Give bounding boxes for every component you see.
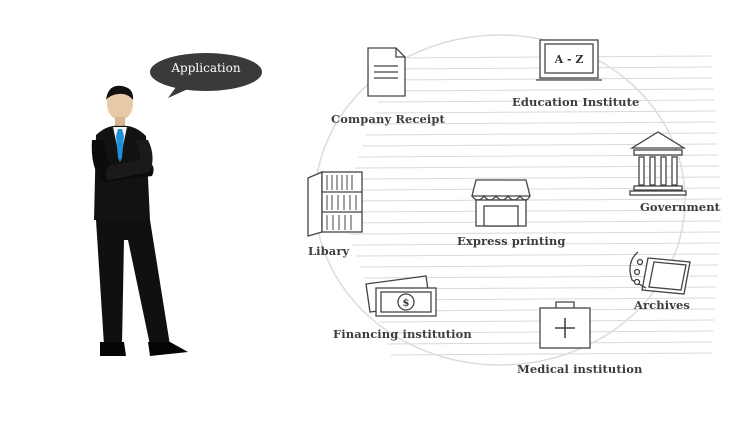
background-line: [366, 132, 717, 136]
label-financing-institution: Financing institution: [333, 327, 472, 341]
education-board-icon: A - Z: [536, 39, 602, 81]
background-line: [344, 220, 722, 224]
label-education-institute: Education Institute: [512, 95, 640, 109]
education-board-text: A - Z: [554, 53, 584, 66]
label-archives: Archives: [634, 298, 690, 312]
money-symbol: $: [403, 298, 410, 309]
storefront-icon: [471, 179, 531, 227]
money-icon: $: [365, 275, 437, 317]
bookshelf-icon: [307, 171, 363, 237]
label-express-printing: Express printing: [457, 234, 566, 248]
background-line: [377, 99, 715, 103]
background-line: [356, 253, 719, 257]
background-line: [381, 88, 714, 92]
label-company-receipt: Company Receipt: [331, 112, 445, 126]
speech-bubble: [150, 53, 262, 98]
document-icon: [367, 47, 406, 97]
background-line: [350, 176, 720, 180]
background-line: [385, 77, 713, 81]
background-line: [390, 352, 712, 356]
background-line: [340, 209, 722, 213]
background-line: [343, 198, 722, 202]
government-building-icon: [629, 131, 687, 196]
binder-icon: [629, 251, 691, 295]
label-medical-institution: Medical institution: [517, 362, 643, 376]
background-line: [373, 110, 716, 114]
background-line: [370, 121, 716, 125]
medical-kit-icon: [539, 301, 591, 349]
application-bubble-text: Application: [171, 61, 241, 75]
label-library: Libary: [308, 244, 350, 258]
background-line: [352, 242, 720, 246]
background-line: [354, 165, 720, 169]
label-government: Government: [640, 200, 721, 214]
background-line: [348, 231, 721, 235]
businessman-figure: [91, 85, 188, 356]
